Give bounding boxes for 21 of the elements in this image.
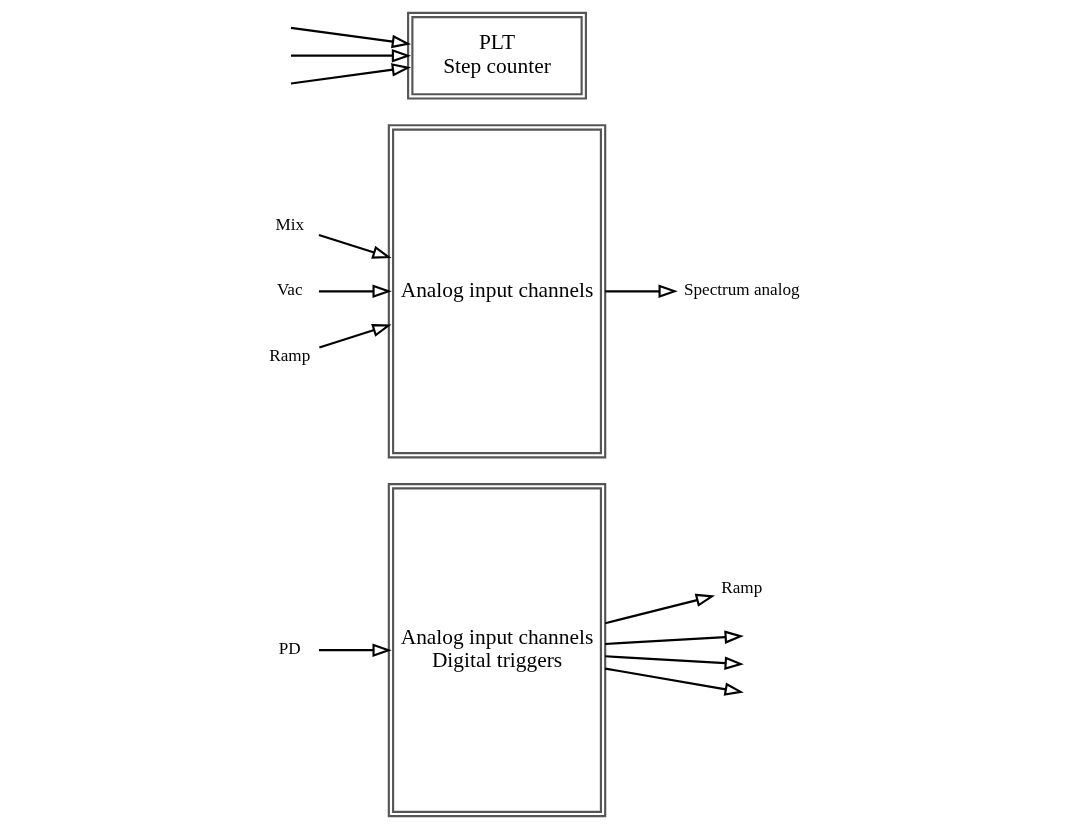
node-text: Ramp: [721, 578, 763, 598]
arrow: [318, 233, 392, 259]
arrow: [318, 284, 392, 299]
node-text: Mix: [275, 215, 305, 235]
arrow: [604, 593, 716, 625]
arrow: [605, 667, 744, 696]
node-text: PD: [278, 639, 301, 659]
node-text: Spectrum analog: [683, 280, 800, 300]
arrow: [290, 63, 412, 85]
node-text: Ramp: [269, 345, 311, 365]
node-box: Analog input channels: [387, 124, 607, 459]
arrow: [319, 323, 392, 349]
arrow: [290, 26, 412, 49]
node-box: Analog input channels Digital triggers: [387, 483, 607, 818]
node-box: PLT Step counter: [407, 11, 587, 100]
arrow: [605, 630, 744, 646]
arrow: [318, 643, 392, 657]
arrow: [605, 655, 744, 670]
arrow: [605, 284, 678, 299]
node-text: Vac: [276, 280, 303, 300]
arrow: [290, 48, 412, 63]
